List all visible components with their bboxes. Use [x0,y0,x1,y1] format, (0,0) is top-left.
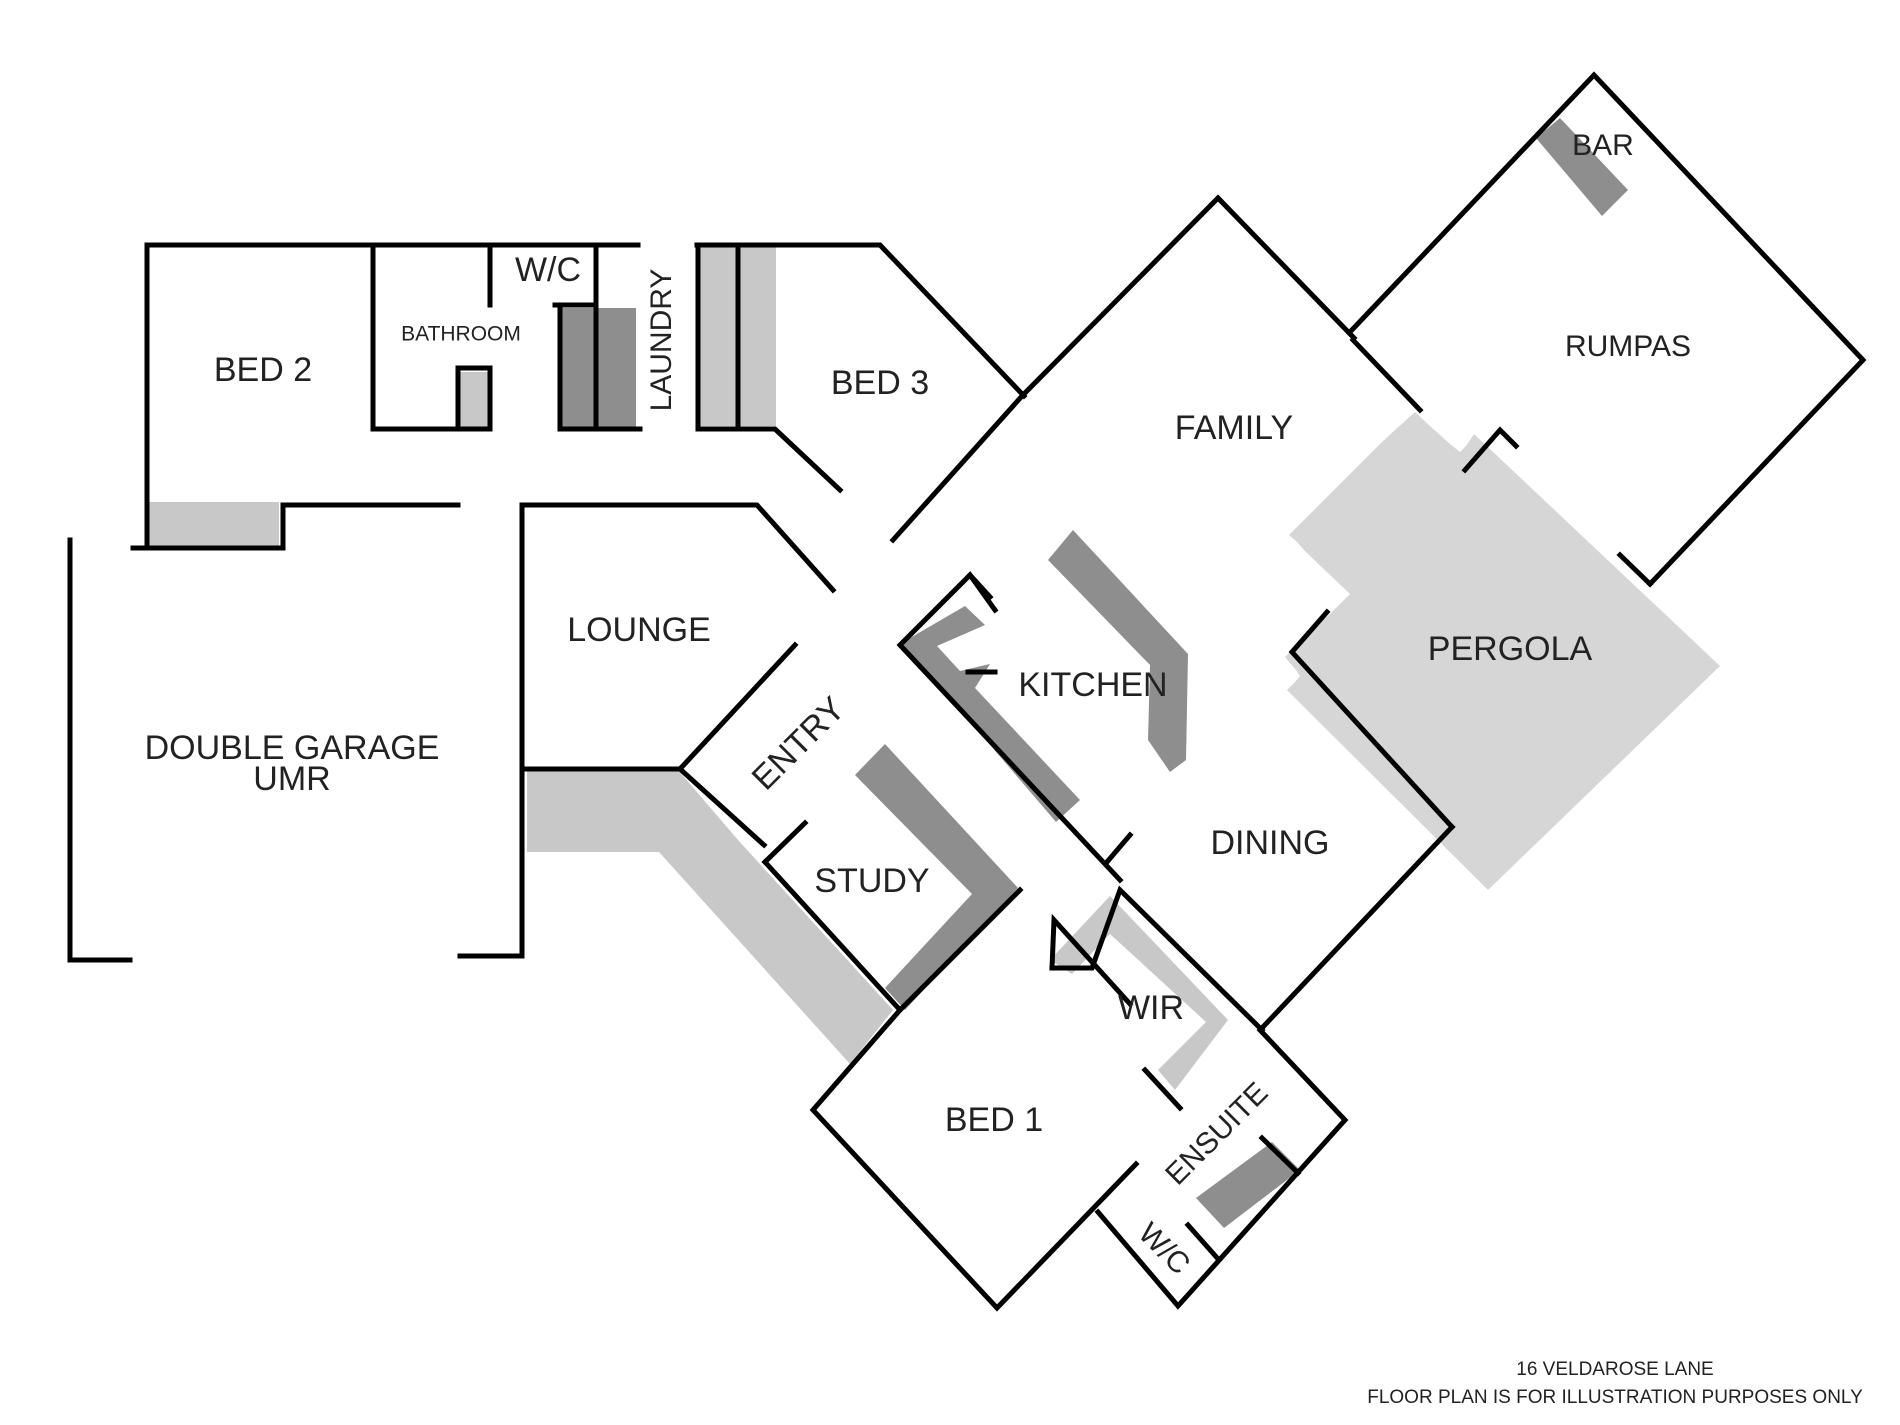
wall-garage-right [457,502,837,959]
wall-pergola-left [1288,608,1456,831]
kitchen-bench [898,606,1080,822]
wall-pergola-top [1461,426,1520,474]
wall-bed1-outer [809,1006,1140,1312]
wall-lounge-bottom [519,641,799,772]
wall-ensuite-wc-divider [1184,1221,1223,1264]
bar-counter [1536,118,1628,216]
bed2-robe [149,502,279,546]
bed3-robe-right [740,246,776,426]
bathroom-vanity [459,372,489,427]
kitchen-island [1048,530,1188,772]
wall-bed2-bathroom [370,242,493,432]
wall-wir-bottom [1141,1066,1184,1112]
wall-rumpas-stub [1616,551,1654,588]
label-kitchen: KITCHEN [1018,666,1167,704]
wall-garage-left [67,537,133,963]
label-bed2: BED 2 [214,351,312,389]
label-study: STUDY [814,862,929,900]
label-double-garage: DOUBLE GARAGE [145,729,440,767]
label-dining: DINING [1211,824,1330,862]
wall-study-top [761,819,809,866]
label-pergola: PERGOLA [1428,630,1593,668]
footer-notes: 16 VELDAROSE LANE FLOOR PLAN IS FOR ILLU… [1367,1359,1863,1408]
wall-garage-top [130,502,461,551]
laundry-tub-right [598,308,636,428]
walls [67,71,1867,1312]
wall-ensuite-vanity-edge [1258,1134,1302,1177]
wall-north-outer-right [694,242,1028,400]
label-bed1: BED 1 [945,1101,1043,1139]
label-lounge: LOUNGE [567,611,711,649]
wall-kitchen-pantry [896,571,1124,884]
label-umr: UMR [253,760,330,798]
wir-shelving [1050,896,1228,1090]
label-wir: WIR [1118,989,1184,1027]
label-laundry: LAUNDRY [645,269,678,412]
wall-north-outer-left [144,242,641,551]
wall-entry-left [676,765,768,849]
footer-disclaimer: FLOOR PLAN IS FOR ILLUSTRATION PURPOSES … [1367,1387,1863,1408]
laundry-tub-left [560,308,594,428]
wall-wir-top [1049,885,1266,1034]
wall-rumpas-left [1346,71,1867,588]
side-walkway [527,770,893,1064]
fixture-fills [149,118,1720,1228]
study-desk [855,744,1018,1010]
wall-pantry-return [966,571,994,601]
label-bed3: BED 3 [831,364,929,402]
pergola-area [1285,412,1720,890]
wall-dining-stub [1103,831,1134,866]
label-entry: ENTRY [745,690,853,798]
ensuite-vanity [1196,1142,1300,1228]
label-wc-upper: W/C [515,251,581,289]
footer-address: 16 VELDAROSE LANE [1516,1359,1713,1380]
wall-bed3-bottom [695,426,844,494]
bed3-robe-left [698,246,736,426]
wall-wir-left [1049,913,1134,1008]
label-bar: BAR [1572,129,1634,162]
wall-dining-right [1258,823,1456,1032]
wall-family-right [1349,336,1424,414]
wall-family-left [889,194,1358,544]
label-rumpas: RUMPAS [1565,330,1691,363]
label-bathroom: BATHROOM [401,323,521,346]
label-family: FAMILY [1175,409,1293,447]
